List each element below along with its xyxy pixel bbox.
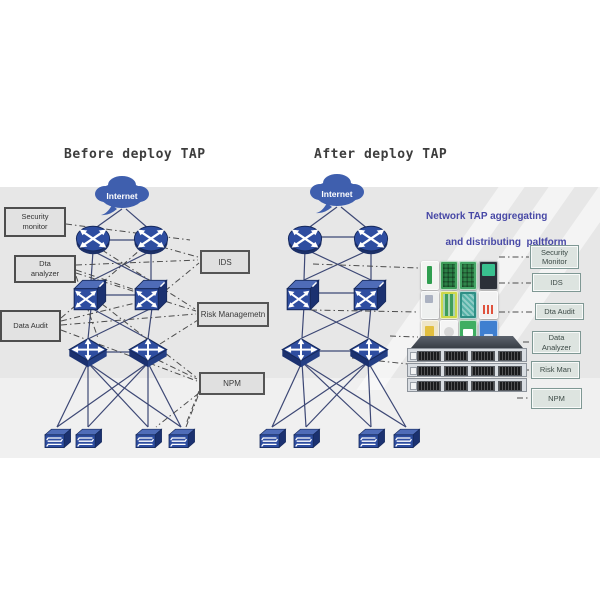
- rack-ports: [445, 366, 467, 375]
- access-switch-icon: [358, 428, 386, 449]
- rack-unit: [407, 378, 527, 392]
- box-npm: NPM: [199, 372, 265, 395]
- router-icon: [133, 225, 169, 256]
- module-glyph: [443, 294, 455, 316]
- access-switch-icon: [168, 428, 196, 449]
- access-switch-icon: [135, 428, 163, 449]
- module-glyph: [463, 329, 473, 336]
- rack-ports: [445, 351, 467, 360]
- module-glyph: [483, 305, 494, 314]
- access-switch-icon: [293, 428, 321, 449]
- label-data-analyzer-after: Data Analyzer: [532, 331, 581, 354]
- label-npm-after: NPM: [531, 388, 582, 409]
- distribution-switch-icon: [68, 337, 108, 369]
- core-switch-icon: [73, 279, 107, 311]
- access-switch-icon: [75, 428, 103, 449]
- rack-ports: [499, 381, 521, 390]
- box-ids: IDS: [200, 250, 250, 274]
- rack-top: [411, 336, 523, 348]
- module-glyph: [482, 264, 495, 276]
- tap-module-tile: [479, 291, 498, 319]
- rack-unit: [407, 348, 527, 362]
- module-glyph: [462, 264, 474, 287]
- access-switch-icon: [259, 428, 287, 449]
- before-title: Before deploy TAP: [64, 147, 206, 162]
- internet-label: Internet: [321, 189, 352, 199]
- tap-module-tile: [440, 261, 458, 290]
- internet-label: Internet: [106, 191, 137, 201]
- rack-ports: [418, 366, 440, 375]
- tap-module-tile: [440, 291, 458, 319]
- core-switch-icon: [286, 279, 320, 311]
- label-risk-man-after: Risk Man: [531, 361, 580, 379]
- rack-ports: [418, 381, 440, 390]
- tap-aggregation-rack: [407, 336, 527, 394]
- rack-ports: [499, 351, 521, 360]
- tap-module-tile: [479, 261, 498, 290]
- label-security-monitor-after: Security Monitor: [530, 245, 579, 269]
- module-glyph: [425, 295, 433, 303]
- rack-ports: [445, 381, 467, 390]
- module-glyph: [444, 327, 454, 337]
- before-monitor-tap-lines: [60, 223, 201, 428]
- core-switch-icon: [353, 279, 387, 311]
- rack-led: [410, 382, 417, 390]
- router-icon: [75, 225, 111, 256]
- module-glyph: [462, 294, 474, 316]
- access-switch-icon: [44, 428, 72, 449]
- tap-module-tile: [421, 291, 439, 319]
- label-dta-audit-after: Dta Audit: [535, 303, 584, 320]
- label-ids-after: IDS: [532, 273, 581, 292]
- rack-led: [410, 352, 417, 360]
- caption-line-2: and distributing paltform: [445, 237, 567, 248]
- label-dta-analyzer: Dta analyzer: [14, 255, 76, 283]
- tap-module-tile: [459, 291, 477, 319]
- caption-line-1: Network TAP aggregating: [426, 211, 548, 222]
- rack-led: [410, 367, 417, 375]
- after-topology-nodes: Internet: [259, 174, 421, 449]
- box-risk-management: Risk Managemetn: [197, 302, 269, 327]
- core-switch-icon: [134, 279, 168, 311]
- before-topology-nodes: Internet: [44, 176, 196, 449]
- router-icon: [287, 225, 323, 256]
- distribution-switch-icon: [281, 337, 321, 369]
- module-glyph: [425, 326, 434, 338]
- rack-ports: [499, 366, 521, 375]
- label-data-audit: Data Audit: [0, 310, 61, 342]
- rack-unit: [407, 363, 527, 377]
- rack-ports: [472, 366, 494, 375]
- distribution-switch-icon: [349, 337, 389, 369]
- after-title: After deploy TAP: [314, 147, 448, 162]
- tap-module-tile: [459, 261, 477, 290]
- access-switch-icon: [393, 428, 421, 449]
- after-network-links: [271, 206, 407, 428]
- router-icon: [353, 225, 389, 256]
- rack-ports: [418, 351, 440, 360]
- module-glyph: [427, 266, 432, 284]
- label-security-monitor: Security monitor: [4, 207, 66, 237]
- module-glyph: [443, 264, 455, 287]
- tap-platform-caption: Network TAP aggregating and distributing…: [426, 210, 576, 249]
- tap-module-tile: [421, 261, 439, 290]
- rack-ports: [472, 381, 494, 390]
- rack-ports: [472, 351, 494, 360]
